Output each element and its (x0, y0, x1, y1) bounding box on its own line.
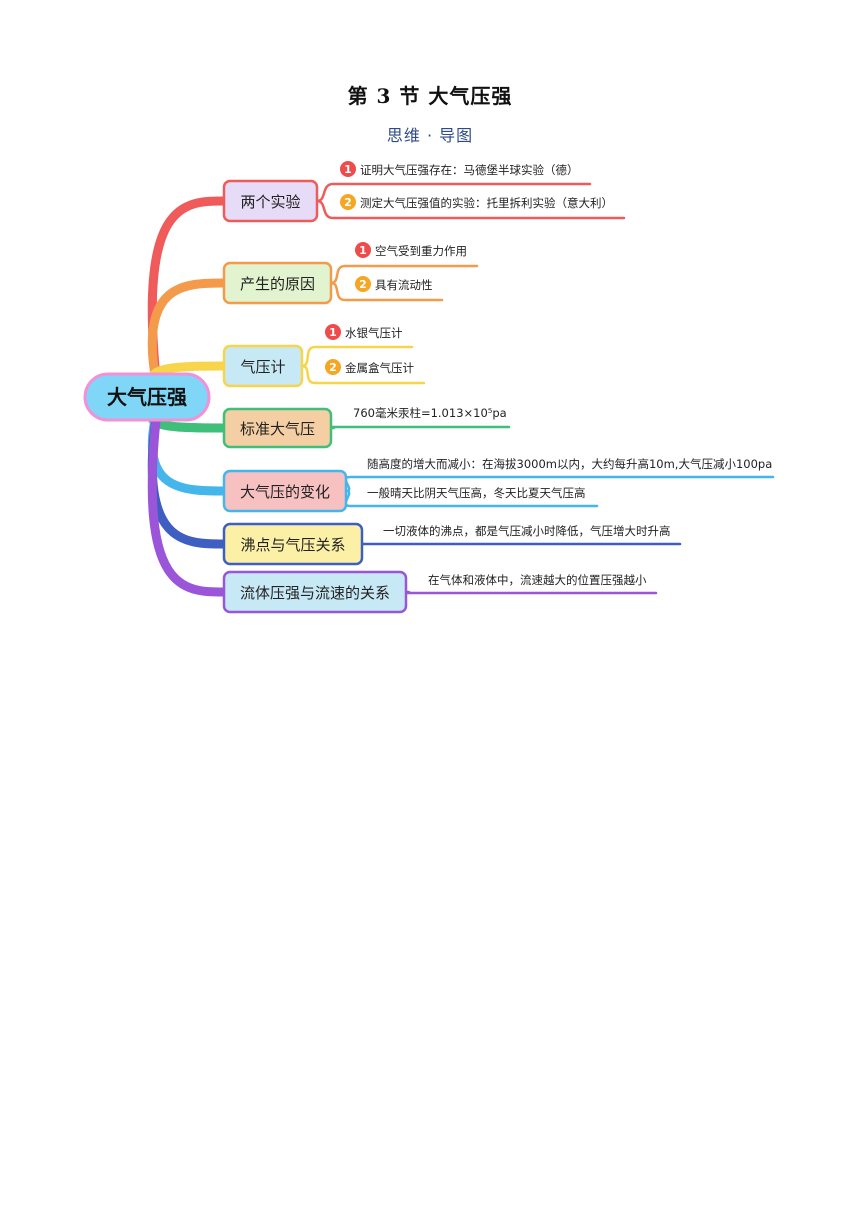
page-title: 第 3 节 大气压强 (347, 84, 513, 108)
item-text: 具有流动性 (375, 278, 433, 292)
item-text: 一切液体的沸点，都是气压减小时降低，气压增大时升高 (383, 524, 671, 538)
branch-3: 气压计 1 水银气压计 2 金属盒气压计 (222, 324, 426, 388)
branch-trunks (147, 196, 229, 597)
branch-trunk (147, 406, 229, 597)
branch-label: 两个实验 (240, 193, 300, 211)
item-text: 一般晴天比阴天气压高，冬天比夏天气压高 (367, 486, 586, 500)
branch-label: 标准大气压 (240, 420, 315, 438)
item-text: 空气受到重力作用 (375, 244, 467, 258)
root-label: 大气压强 (107, 385, 187, 409)
branch-box (222, 469, 348, 513)
branch-label: 沸点与气压关系 (240, 536, 345, 554)
number-marker-icon: 1 (325, 324, 341, 340)
item-connector (404, 590, 658, 595)
branch-7: 流体压强与流速的关系 在气体和液体中，流速越大的位置压强越小 (222, 570, 658, 614)
item-text: 水银气压计 (345, 326, 403, 340)
branch-6: 沸点与气压关系 一切液体的沸点，都是气压减小时降低，气压增大时升高 (222, 522, 682, 566)
branch-1: 两个实验 1 证明大气压强存在：马德堡半球实验（德） 2 测定大气压强值的实验：托里拆利… (222, 161, 626, 223)
item-text: 760毫米汞柱=1.013×10⁵pa (353, 406, 507, 420)
marker-number: 1 (344, 163, 352, 176)
page-subtitle: 思维 · 导图 (386, 126, 474, 145)
number-marker-icon: 2 (340, 194, 356, 210)
marker-number: 2 (359, 278, 367, 291)
root-node: 大气压强 (83, 372, 211, 422)
branch-box (222, 261, 333, 305)
branch-box (222, 570, 408, 614)
branch-4: 标准大气压 760毫米汞柱=1.013×10⁵pa (222, 406, 511, 449)
item-text: 金属盒气压计 (345, 361, 414, 375)
item-text: 测定大气压强值的实验：托里拆利实验（意大利） (360, 196, 613, 210)
marker-number: 2 (329, 361, 337, 374)
branch-trunk (147, 196, 229, 392)
branch-box (222, 522, 364, 566)
branch-label: 气压计 (240, 358, 285, 376)
marker-number: 1 (329, 326, 337, 339)
item-connector (300, 364, 426, 385)
item-text: 随高度的增大而减小：在海拔3000m以内，大约每升高10m,大气压减小100pa (367, 457, 772, 471)
item-text: 证明大气压强存在：马德堡半球实验（德） (360, 163, 579, 177)
branch-2: 产生的原因 1 空气受到重力作用 2 具有流动性 (222, 242, 479, 305)
branch-label: 大气压的变化 (240, 483, 330, 501)
item-connector (315, 199, 626, 220)
item-connector (329, 281, 444, 302)
number-marker-icon: 1 (355, 242, 371, 258)
number-marker-icon: 1 (340, 161, 356, 177)
branch-5: 大气压的变化 随高度的增大而减小：在海拔3000m以内，大约每升高10m,大气压减… (222, 457, 775, 513)
marker-number: 1 (359, 244, 367, 257)
branch-label: 产生的原因 (240, 275, 315, 293)
marker-number: 2 (344, 196, 352, 209)
branch-box (222, 179, 319, 223)
branch-label: 流体压强与流速的关系 (240, 584, 390, 602)
branch-box (222, 344, 304, 388)
number-marker-icon: 2 (325, 359, 341, 375)
item-connector (327, 425, 511, 430)
item-text: 在气体和液体中，流速越大的位置压强越小 (428, 573, 647, 587)
branch-box (222, 407, 333, 449)
number-marker-icon: 2 (355, 276, 371, 292)
